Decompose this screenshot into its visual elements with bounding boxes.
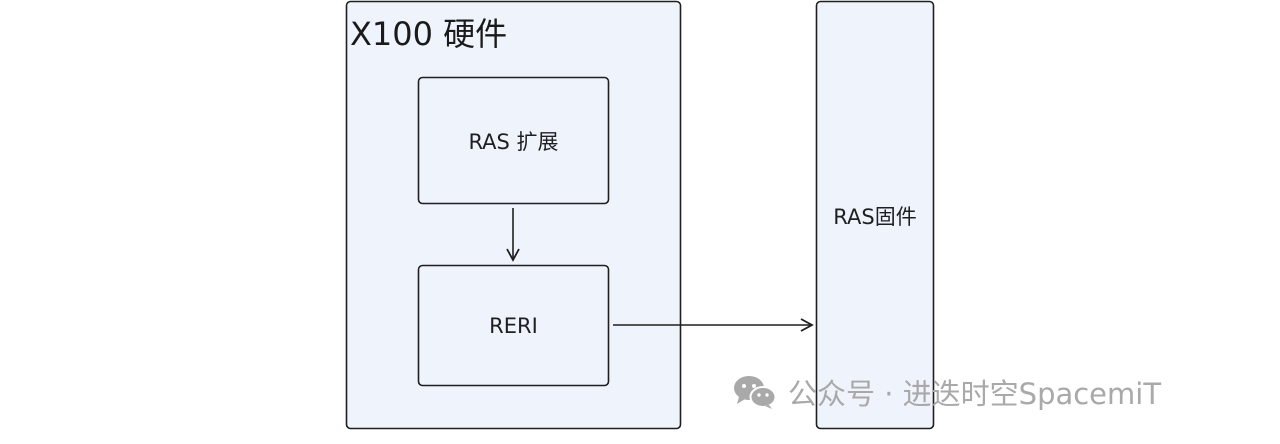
ras-extension-node (417, 76, 610, 205)
watermark-text: 公众号 · 进迭时空SpacemiT (788, 377, 1162, 411)
ras-firmware-node (815, 0, 935, 430)
hardware-group-title: X100 硬件 (350, 15, 508, 53)
reri-label: RERI (489, 313, 538, 338)
wechat-icon (734, 376, 777, 409)
ras-firmware-label: RAS固件 (833, 205, 917, 229)
watermark: 公众号 · 进迭时空SpacemiT (732, 370, 1161, 414)
reri-node (417, 264, 610, 387)
ras-extension-label: RAS 扩展 (468, 129, 559, 154)
